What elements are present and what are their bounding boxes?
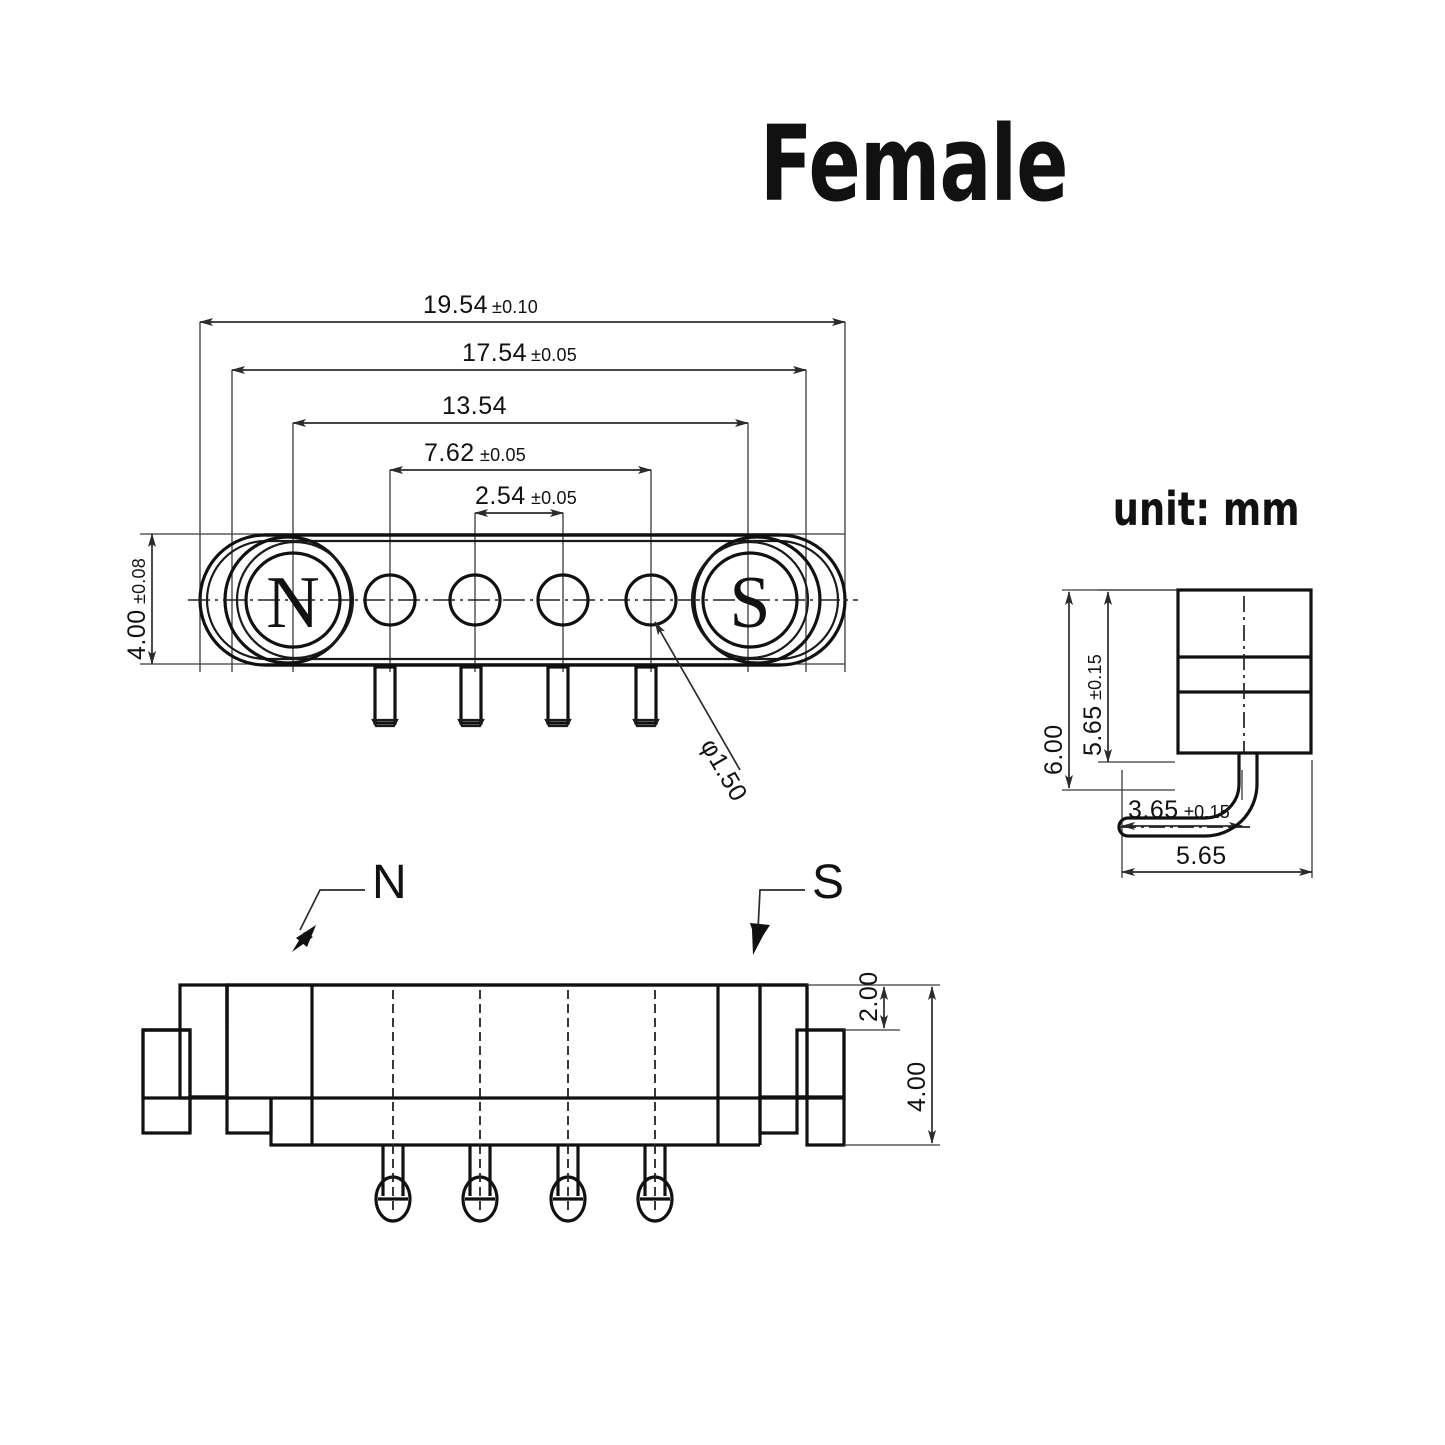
- front-view-pin-centerlines: [392, 990, 656, 1145]
- dimension-inner-pin-span-value: 7.62: [424, 439, 475, 467]
- pin: [636, 1145, 674, 1223]
- pin: [457, 665, 485, 728]
- top-view-contact-holes: [363, 573, 678, 627]
- dimension-outer-pin-span: 13.54: [292, 392, 749, 427]
- top-view-pins: [371, 665, 660, 728]
- dimension-body-depth-value: 5.65: [1176, 842, 1227, 870]
- contact-hole: [448, 573, 502, 627]
- dimension-body-height: 5.65 ±0.15: [1079, 591, 1112, 763]
- dimension-pin-pitch: 2.54 ±0.05: [474, 482, 577, 517]
- hole-diameter-callout-text: φ1.50: [695, 734, 753, 806]
- side-view: 6.00 5.65 ±0.15 3.65 ±0.15 5.65: [1040, 588, 1313, 878]
- dimension-overall-height-value: 6.00: [1040, 724, 1068, 775]
- front-view: 2.00 4.00: [141, 971, 940, 1223]
- dimension-inner-pin-span: 7.62 ±0.05: [389, 439, 652, 474]
- dimension-body-width: 4.00 ±0.08: [123, 533, 156, 665]
- pole-marker-south-letter: S: [729, 562, 770, 644]
- side-view-body: [1176, 588, 1313, 755]
- page-title-text: Female: [760, 103, 1068, 225]
- front-view-callouts: N S: [292, 856, 844, 955]
- callout-south-letter: S: [812, 856, 844, 909]
- pole-marker-south: S: [701, 551, 799, 649]
- front-view-outline: [141, 983, 846, 1147]
- top-view: 19.54 ±0.10 17.54 ±0.05 13.54 7.62 ±0.05…: [123, 291, 858, 806]
- dimension-front-body-height-value: 4.00: [903, 1061, 931, 1112]
- contact-hole: [363, 573, 417, 627]
- pole-marker-north-letter: N: [266, 562, 319, 644]
- pin: [544, 665, 572, 728]
- dimension-mounting-span-value: 17.54: [462, 339, 527, 367]
- dimension-mounting-span: 17.54 ±0.05: [231, 339, 807, 374]
- callout-north-letter: N: [372, 856, 407, 909]
- dimension-tab-height-value: 2.00: [855, 971, 883, 1022]
- side-view-bent-pin: [1117, 753, 1259, 838]
- dimension-body-depth: 5.65: [1121, 842, 1313, 876]
- dimension-overall-height: 6.00: [1040, 591, 1073, 789]
- dimension-pin-pitch-tolerance: ±0.05: [531, 488, 577, 508]
- dimension-mounting-span-tolerance: ±0.05: [531, 345, 577, 365]
- pin: [461, 1145, 499, 1223]
- pin: [549, 1145, 587, 1223]
- dimension-body-width-tolerance: ±0.08: [129, 558, 149, 604]
- front-view-partitions: [310, 985, 720, 1145]
- front-view-body: [141, 983, 846, 1100]
- dimension-body-height-tolerance: ±0.15: [1085, 654, 1105, 700]
- dimension-pin-tail-length-value: 3.65: [1128, 796, 1179, 824]
- pin: [371, 665, 399, 728]
- callout-north: N: [292, 856, 407, 952]
- pin: [632, 665, 660, 728]
- pin: [374, 1145, 412, 1223]
- page-title: Female: [760, 103, 1069, 225]
- dimension-tab-height: 2.00: [855, 971, 888, 1029]
- dimension-inner-pin-span-tolerance: ±0.05: [480, 445, 526, 465]
- dimension-overall-length: 19.54 ±0.10: [199, 291, 846, 326]
- unit-note: unit: mm: [1113, 482, 1300, 536]
- unit-note-text: unit: mm: [1113, 482, 1300, 536]
- dimension-overall-length-tolerance: ±0.10: [492, 297, 538, 317]
- callout-south: S: [750, 856, 844, 955]
- dimension-body-height-value: 5.65: [1079, 705, 1107, 756]
- front-view-pins: [374, 1145, 674, 1223]
- hole-diameter-callout: φ1.50: [654, 621, 753, 806]
- dimension-body-width-value: 4.00: [123, 609, 151, 660]
- dimension-front-body-height: 4.00: [903, 986, 936, 1144]
- contact-hole: [536, 573, 590, 627]
- contact-hole: [624, 573, 678, 627]
- dimension-overall-length-value: 19.54: [423, 291, 488, 319]
- dimension-pin-pitch-value: 2.54: [475, 482, 526, 510]
- pole-marker-north: N: [244, 551, 342, 649]
- front-view-extension-lines: [807, 984, 940, 1146]
- dimension-outer-pin-span-value: 13.54: [442, 392, 507, 420]
